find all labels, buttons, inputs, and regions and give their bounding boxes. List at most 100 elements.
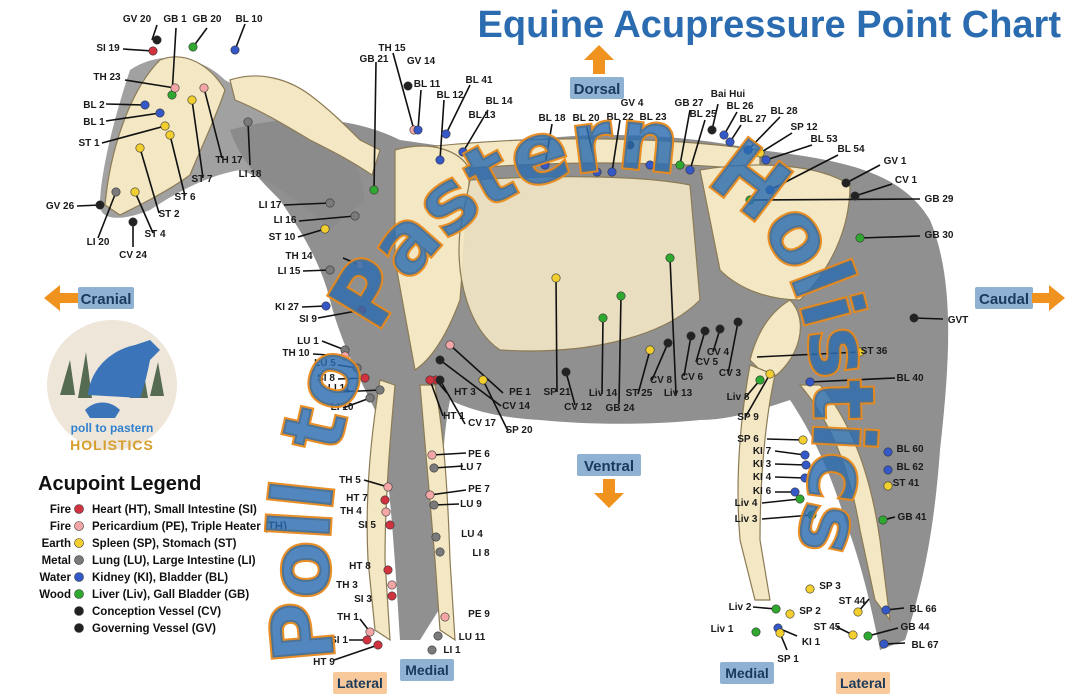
- cervical-vertebrae: [229, 75, 381, 176]
- acupoint-label: LU 1: [297, 336, 319, 347]
- acupoint-label: LI 11: [328, 383, 351, 394]
- acupoint-marker: [188, 42, 198, 52]
- acupoint-marker: [427, 450, 437, 460]
- acupoint-marker: [365, 393, 375, 403]
- acupoint-marker: [440, 612, 450, 622]
- acupoint-marker: [373, 640, 383, 650]
- acupoint-marker: [883, 481, 893, 491]
- acupoint-label: SP 2: [799, 606, 821, 617]
- acupoint-marker: [790, 487, 800, 497]
- acupoint-label: HT 8: [349, 561, 371, 572]
- acupoint-marker: [320, 224, 330, 234]
- acupoint-marker: [365, 627, 375, 637]
- acupoint-marker: [879, 639, 889, 649]
- cranial-direction: Cranial: [44, 285, 134, 311]
- acupoint-marker: [369, 185, 379, 195]
- medial-left-label: Medial: [405, 662, 449, 678]
- acupoint-label: GB 20: [193, 14, 222, 25]
- acupoint-label: GVT: [948, 315, 969, 326]
- acupoint-marker: [387, 580, 397, 590]
- acupoint-label: TH 14: [285, 251, 313, 262]
- acupoint-label: CV 12: [564, 402, 592, 413]
- acupoint-label: GB 27: [675, 98, 704, 109]
- acupoint-label: CV 6: [681, 372, 704, 383]
- acupoint-marker: [155, 108, 165, 118]
- acupoint-label: BL 53: [810, 134, 837, 145]
- acupoint-marker: [863, 631, 873, 641]
- legend-item-text: Spleen (SP), Stomach (ST): [92, 538, 237, 550]
- acupoint-label: ST 45: [814, 622, 841, 633]
- acupoint-marker: [855, 347, 865, 357]
- acupoint-label: PE 1: [509, 387, 531, 398]
- acupoint-label: SP 6: [737, 434, 759, 445]
- acupoint-marker: [598, 313, 608, 323]
- acupoint-label: CV 24: [119, 250, 147, 261]
- skull: [104, 56, 226, 216]
- acupoint-label: ST 36: [861, 346, 888, 357]
- acupoint-marker: [801, 460, 811, 470]
- acupoint-marker: [383, 565, 393, 575]
- acupoint-marker: [850, 191, 860, 201]
- acupoint-label: GB 21: [360, 54, 389, 65]
- legend-item-text: Liver (Liv), Gall Bladder (GB): [92, 589, 249, 601]
- scapula: [394, 145, 471, 372]
- arrow-left-icon: [44, 285, 80, 311]
- acupoint-label: KI 4: [753, 472, 772, 483]
- acupoint-label: GV 4: [621, 98, 644, 109]
- acupoint-marker: [429, 463, 439, 473]
- pelvis: [699, 164, 851, 301]
- acupoint-marker: [800, 450, 810, 460]
- acupoint-label: SP 1: [777, 654, 799, 665]
- legend-swatch: [74, 589, 84, 599]
- acupoint-label: ST 10: [269, 232, 296, 243]
- acupoint-marker: [425, 490, 435, 500]
- acupoint-label: TH 23: [93, 72, 121, 83]
- acupoint-marker: [715, 324, 725, 334]
- hind-right-cannon: [798, 384, 891, 623]
- acupoint-label: CV 8: [650, 375, 673, 386]
- acupoint-marker: [478, 375, 488, 385]
- acupoint-marker: [340, 351, 350, 361]
- acupoint-marker: [733, 317, 743, 327]
- acupoint-label: BL 28: [770, 106, 797, 117]
- acupoint-label: Liv 8: [727, 392, 750, 403]
- caudal-direction: Caudal: [975, 285, 1065, 311]
- acupoint-marker: [95, 200, 105, 210]
- caudal-label: Caudal: [979, 291, 1029, 308]
- acupoint-label: SP 3: [819, 581, 841, 592]
- acupoint-label: LI 16: [274, 215, 297, 226]
- legend-swatch: [74, 623, 84, 633]
- acupoint-label: BL 10: [235, 14, 262, 25]
- acupoint-label: TH 15: [378, 43, 406, 54]
- acupoint-marker: [362, 635, 372, 645]
- acupoint-label: LI 18: [239, 169, 262, 180]
- acupoint-marker: [707, 125, 717, 135]
- acupoint-label: SP 21: [543, 387, 570, 398]
- acupoint-label: ST 25: [626, 388, 653, 399]
- acupoint-label: LU 7: [460, 462, 482, 473]
- acupoint-marker: [775, 628, 785, 638]
- acupoint-label: BL 1: [83, 117, 105, 128]
- acupoint-label: BL 13: [468, 110, 495, 121]
- acupoint-label: LI 1: [443, 645, 461, 656]
- acupoint-marker: [441, 129, 451, 139]
- acupoint-label: PE 7: [468, 484, 490, 495]
- acupoint-marker: [807, 510, 817, 520]
- acupoint-label: ST 6: [174, 192, 196, 203]
- acupoint-label: TH 10: [282, 348, 310, 359]
- spine: [399, 138, 761, 176]
- acupoint-label: BL 40: [896, 373, 923, 384]
- side-labels: Lateral Medial Medial Lateral: [333, 659, 890, 694]
- acupoint-marker: [435, 547, 445, 557]
- acupoint-label: GB 41: [898, 512, 927, 523]
- legend-swatch: [74, 572, 84, 582]
- legend-swatch: [74, 555, 84, 565]
- acupoint-marker: [883, 447, 893, 457]
- acupoint-marker: [350, 211, 360, 221]
- acupoint-marker: [385, 520, 395, 530]
- acupoint-marker: [403, 81, 413, 91]
- acupoint-label: GB 1: [163, 14, 187, 25]
- medial-right-label: Medial: [725, 665, 769, 681]
- acupoint-marker: [170, 83, 180, 93]
